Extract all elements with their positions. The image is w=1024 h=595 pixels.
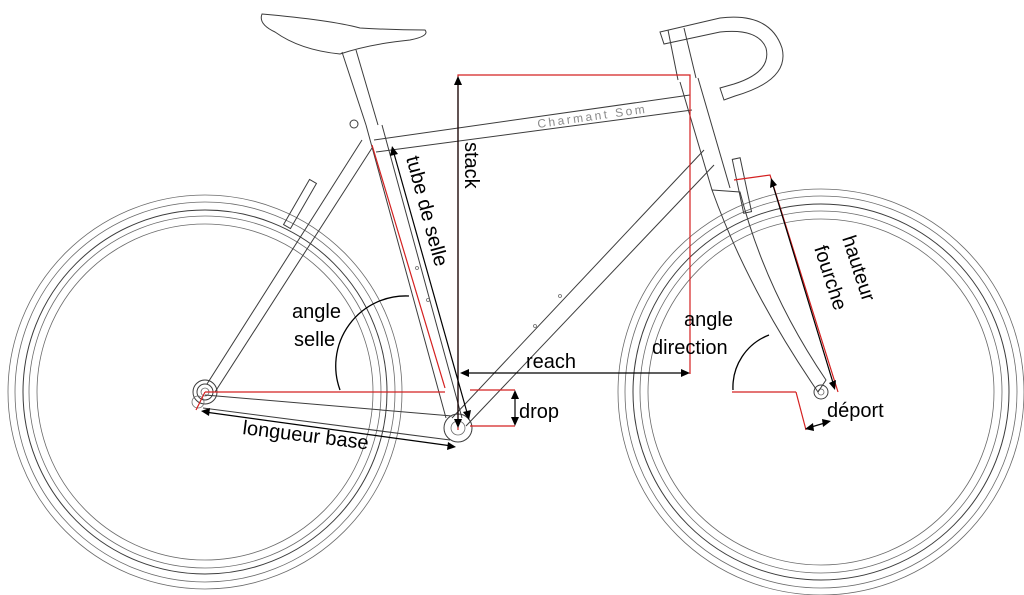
chainstay-label: longueur base — [241, 417, 370, 454]
seat-tube-dimension — [392, 149, 469, 417]
handlebar — [659, 16, 784, 101]
fork — [711, 189, 827, 393]
drop-label: drop — [519, 401, 559, 423]
fork-height-dimension — [771, 181, 835, 387]
seat-angle-label-line2: selle — [294, 329, 335, 351]
front-wheel — [617, 188, 1024, 595]
offset-label: déport — [827, 400, 884, 422]
seat-angle-label-line1: angle — [292, 301, 341, 323]
head-angle-label-line1: angle — [684, 309, 733, 331]
dimension-arrows — [201, 76, 836, 450]
labels: stack tube de selle angle selle reach an… — [241, 142, 884, 454]
seat-tube-label: tube de selle — [401, 154, 452, 269]
reach-label: reach — [526, 351, 576, 373]
seat-angle-arc — [335, 295, 410, 391]
head-angle-label-line2: direction — [652, 337, 728, 359]
stack-label: stack — [460, 142, 482, 190]
bike-frame: Charmant Som — [191, 13, 827, 443]
brand-logo: Charmant Som — [536, 102, 648, 131]
red-measure-lines — [195, 74, 839, 431]
head-angle-arc — [732, 334, 770, 391]
saddle — [260, 13, 427, 55]
chainstay-dimension — [204, 411, 453, 447]
